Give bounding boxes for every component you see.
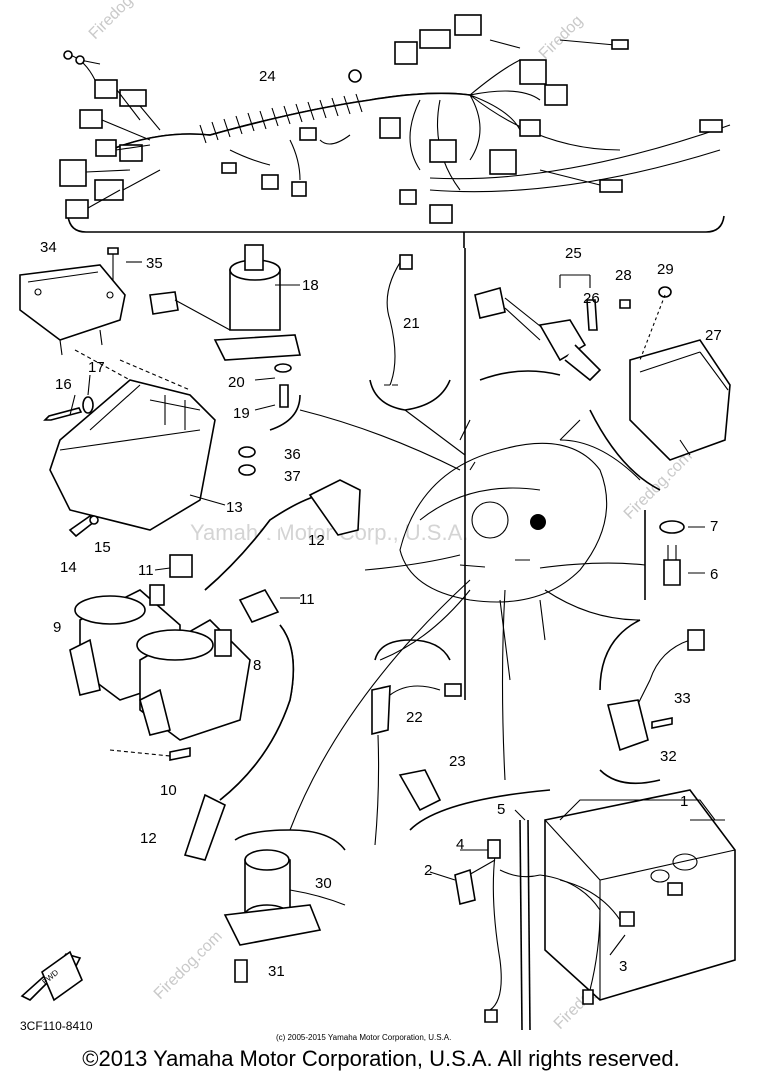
callout-13: 13 [226, 499, 243, 516]
callout-12-top: 12 [308, 532, 325, 549]
bracket-22 [374, 639, 451, 661]
screw-10 [109, 747, 191, 761]
starter-motor-30 [223, 849, 346, 983]
bolt-35 [107, 247, 142, 280]
relay-25 [474, 274, 602, 382]
bracket-30 [234, 829, 346, 851]
callout-15: 15 [94, 539, 111, 556]
battery-1 [544, 789, 736, 1001]
leader-to-battery [501, 589, 506, 781]
plug-cap-wires [154, 479, 361, 861]
screw-28-nut-29 [619, 286, 672, 309]
callout-21: 21 [403, 315, 420, 332]
callout-11-left: 11 [138, 562, 154, 579]
callout-18: 18 [302, 277, 319, 294]
sensor-lead-21 [384, 254, 413, 386]
callout-1: 1 [680, 793, 688, 810]
copyright-footer: ©2013 Yamaha Motor Corporation, U.S.A. A… [82, 1046, 680, 1071]
fwd-arrow-icon [20, 950, 83, 1002]
watermark-top-right: Firedog [536, 12, 586, 62]
callout-11-right: 11 [299, 591, 315, 608]
bracket-left [269, 394, 301, 431]
cover-13 [49, 349, 226, 531]
callout-24: 24 [259, 68, 276, 85]
callout-25: 25 [565, 245, 582, 262]
callout-28: 28 [615, 267, 632, 284]
sensor-32 [607, 629, 705, 752]
callout-36: 36 [284, 446, 301, 463]
bracket-32 [599, 619, 661, 785]
callout-6: 6 [710, 566, 718, 583]
bracket-battery [409, 789, 551, 831]
callout-29: 29 [657, 261, 674, 278]
callout-7: 7 [710, 518, 718, 535]
callout-16: 16 [55, 376, 72, 393]
neutral-switch-6-7 [659, 520, 705, 586]
callout-20: 20 [228, 374, 245, 391]
leader-to-sensor-32 [544, 589, 641, 621]
leader-to-coil [364, 554, 461, 571]
battery-cables-2-5 [429, 809, 635, 1031]
callout-8: 8 [253, 657, 261, 674]
callout-27: 27 [705, 327, 722, 344]
callout-4: 4 [456, 836, 464, 853]
collars-36-37 [238, 446, 256, 476]
callout-2: 2 [424, 862, 432, 879]
harness-bracket [67, 215, 725, 233]
bolts-14-17 [43, 374, 99, 538]
callout-17: 17 [88, 359, 105, 376]
bracket-25 [479, 370, 561, 381]
bracket-27 [589, 409, 661, 491]
callout-14: 14 [60, 559, 77, 576]
small-copyright: (c) 2005-2015 Yamaha Motor Corporation, … [276, 1033, 451, 1042]
bolts-19-20 [254, 363, 292, 411]
leader-to-neutral [379, 589, 471, 661]
ignition-coil-8 [136, 619, 251, 741]
watermark-center: Yamaha Motor Corp., U.S.A. [190, 520, 468, 545]
callout-5: 5 [497, 801, 505, 818]
callout-10: 10 [160, 782, 177, 799]
wire-harness [59, 14, 731, 224]
control-unit-27 [629, 294, 731, 461]
callout-9: 9 [53, 619, 61, 636]
callout-32: 32 [660, 748, 677, 765]
watermark-bottom-left: Firedog.com [151, 928, 226, 1003]
callout-34: 34 [40, 239, 57, 256]
bracket-21 [369, 379, 451, 411]
callout-12-bottom: 12 [140, 830, 157, 847]
callout-30: 30 [315, 875, 332, 892]
callout-37: 37 [284, 468, 301, 485]
callout-26: 26 [583, 290, 600, 307]
callout-3: 3 [619, 958, 627, 975]
callout-35: 35 [146, 255, 163, 272]
leader-to-unit-27 [559, 439, 641, 481]
callout-19: 19 [233, 405, 250, 422]
switch-22-23 [371, 683, 462, 846]
diagram-code: 3CF110-8410 [20, 1019, 93, 1033]
callout-33: 33 [674, 690, 691, 707]
callout-labels: 24 34 35 18 21 25 26 28 29 27 16 17 20 1… [40, 68, 722, 980]
callout-23: 23 [449, 753, 466, 770]
watermark-mid-right: Firedog.com [621, 448, 696, 523]
regulator-34 [19, 264, 126, 356]
callout-31: 31 [268, 963, 285, 980]
leader-to-starter [289, 579, 471, 831]
callout-22: 22 [406, 709, 423, 726]
watermark-top-left: Firedog [86, 0, 136, 43]
leader-to-switch-6 [539, 562, 646, 569]
leader-to-cover [299, 409, 461, 471]
main-switch-18 [149, 244, 302, 361]
leader-to-21 [404, 409, 466, 456]
